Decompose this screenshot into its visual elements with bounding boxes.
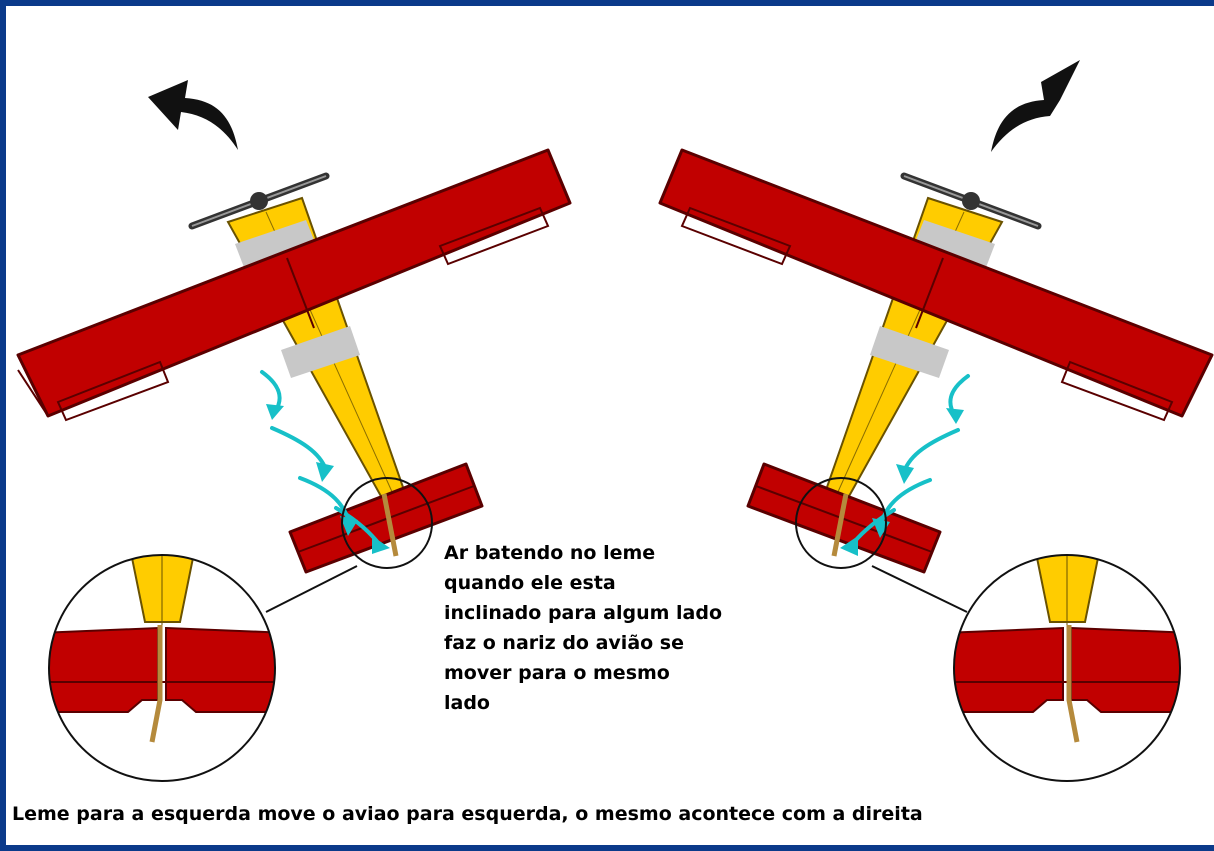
- footer-caption: Leme para a esquerda move o aviao para e…: [12, 803, 923, 825]
- left-rudder-highlight-circle: [265, 477, 433, 613]
- left-turn-arrow-icon: [148, 80, 238, 150]
- right-turn-arrow-icon: [991, 60, 1080, 152]
- caption-line: inclinado para algum lado: [444, 602, 723, 624]
- left-airflow-arrows: [260, 370, 390, 554]
- right-rudder-highlight-circle: [795, 477, 968, 613]
- left-zoom-inset: [48, 554, 276, 782]
- caption-line: quando ele esta: [444, 572, 616, 594]
- caption-line: faz o nariz do avião se: [444, 632, 685, 654]
- right-airplane: [658, 148, 1214, 574]
- airflow-caption: Ar batendo no leme quando ele esta incli…: [444, 538, 764, 718]
- caption-line: Ar batendo no leme: [444, 542, 656, 564]
- left-airplane: [16, 148, 572, 574]
- caption-line: mover para o mesmo: [444, 662, 670, 684]
- caption-line: lado: [444, 692, 490, 714]
- right-zoom-inset: [953, 554, 1181, 782]
